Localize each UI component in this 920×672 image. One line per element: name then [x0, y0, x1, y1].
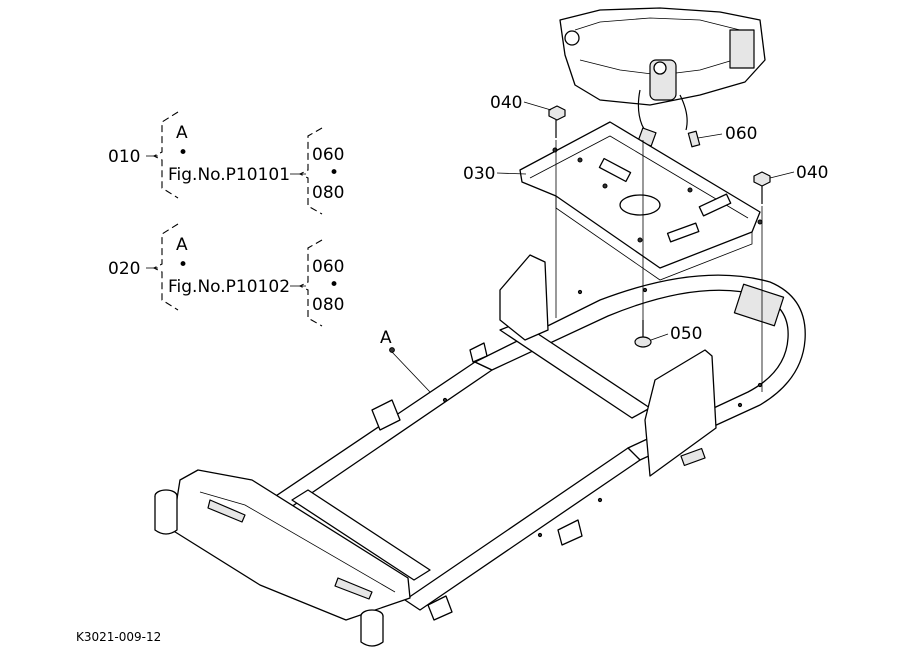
bracket-left	[152, 111, 179, 199]
group-top-label: A	[176, 235, 188, 255]
callout-label: 050	[670, 324, 702, 344]
engine-assembly	[559, 7, 766, 147]
clip-060	[687, 130, 701, 148]
assembly-lines	[555, 140, 763, 392]
engine-body	[559, 7, 766, 106]
bracket-right	[298, 239, 323, 327]
fig-reference: Fig.No.P10102	[168, 277, 290, 297]
bolt-head	[548, 105, 566, 121]
callout-label: 040	[796, 163, 828, 183]
callout-040-right: 040	[769, 163, 828, 183]
plate-hole-small	[552, 147, 558, 153]
rear-bumper-pad	[733, 283, 785, 327]
seat-mounting-plate	[519, 121, 763, 281]
plate-hole	[619, 194, 661, 216]
engine-pulley	[564, 30, 580, 46]
range-lower: 080	[312, 183, 344, 203]
diagram-code: K3021-009-12	[76, 630, 161, 644]
bumper-detail	[199, 491, 396, 593]
clip-body	[687, 130, 701, 148]
bumper-slot	[334, 577, 373, 600]
bolt-head	[753, 171, 771, 187]
point-label-A: A	[380, 328, 392, 348]
callout-030: 030	[463, 164, 527, 184]
leader	[523, 101, 552, 111]
callout-060: 060	[697, 124, 757, 144]
leader	[391, 351, 431, 393]
frame-hole	[442, 397, 448, 403]
caster-tube-right-body	[360, 616, 384, 647]
bracket-left	[152, 223, 179, 311]
point-A-marker: A	[380, 328, 431, 393]
plate-hole-small	[602, 183, 608, 189]
plate-hole-small	[687, 187, 693, 193]
frame-block	[680, 447, 706, 467]
callout-label: 030	[463, 164, 495, 184]
frame-rail-left	[254, 361, 493, 521]
frame-rail-right	[404, 447, 641, 611]
leader	[697, 133, 723, 139]
frame-cross-member	[291, 489, 431, 581]
group-dot: •	[178, 255, 188, 275]
frame-hole	[642, 287, 648, 293]
frame-tab	[469, 342, 488, 363]
bolt-head	[634, 336, 652, 348]
caster-tube-left-body	[154, 496, 178, 535]
group-top-label: A	[176, 123, 188, 143]
seat-bracket-left	[499, 254, 549, 341]
seat-bracket-right	[644, 349, 717, 477]
plate-hole-small	[577, 157, 583, 163]
plate-slot	[598, 157, 632, 183]
plate-flange	[529, 135, 749, 219]
frame-hole	[537, 532, 543, 538]
range-sep: •	[329, 163, 339, 183]
engine-fitting	[653, 61, 667, 75]
frame-hinge	[371, 399, 401, 431]
plate-hole-small	[637, 237, 643, 243]
wire-harness	[679, 94, 688, 131]
ref-number-010: 010	[108, 147, 140, 167]
mower-frame	[154, 254, 806, 647]
ref-number-020: 020	[108, 259, 140, 279]
leader	[496, 172, 527, 175]
callout-label: 060	[725, 124, 757, 144]
frame-tab	[557, 519, 583, 546]
plate-slot	[666, 222, 700, 243]
frame-hole	[597, 497, 603, 503]
wire-harness	[637, 89, 651, 141]
range-sep: •	[329, 275, 339, 295]
callout-label: 040	[490, 93, 522, 113]
range-upper: 060	[312, 257, 344, 277]
bumper-slot	[207, 499, 246, 523]
engine-detail	[574, 17, 741, 31]
callout-040-left: 040	[490, 93, 552, 113]
range-upper: 060	[312, 145, 344, 165]
reference-group-010: 010 A • Fig.No.P10101 060 • 080	[108, 111, 344, 215]
frame-hole	[737, 402, 743, 408]
engine-filter	[729, 29, 755, 69]
plate-slot	[698, 193, 732, 217]
bolt-040-right	[753, 171, 771, 204]
group-dot: •	[178, 143, 188, 163]
range-lower: 080	[312, 295, 344, 315]
fig-reference: Fig.No.P10101	[168, 165, 290, 185]
frame-hole	[757, 382, 763, 388]
point-dot	[389, 347, 395, 353]
bolt-040-left	[548, 105, 566, 138]
frame-hole	[577, 289, 583, 295]
frame-tab	[427, 595, 453, 621]
callout-050: 050	[650, 324, 702, 344]
reference-group-020: 020 A • Fig.No.P10102 060 • 080	[108, 223, 344, 327]
leader	[650, 333, 669, 341]
bracket-right	[298, 127, 323, 215]
plate-hole-small	[757, 219, 763, 225]
leader	[769, 171, 795, 179]
bolt-050	[634, 320, 652, 348]
